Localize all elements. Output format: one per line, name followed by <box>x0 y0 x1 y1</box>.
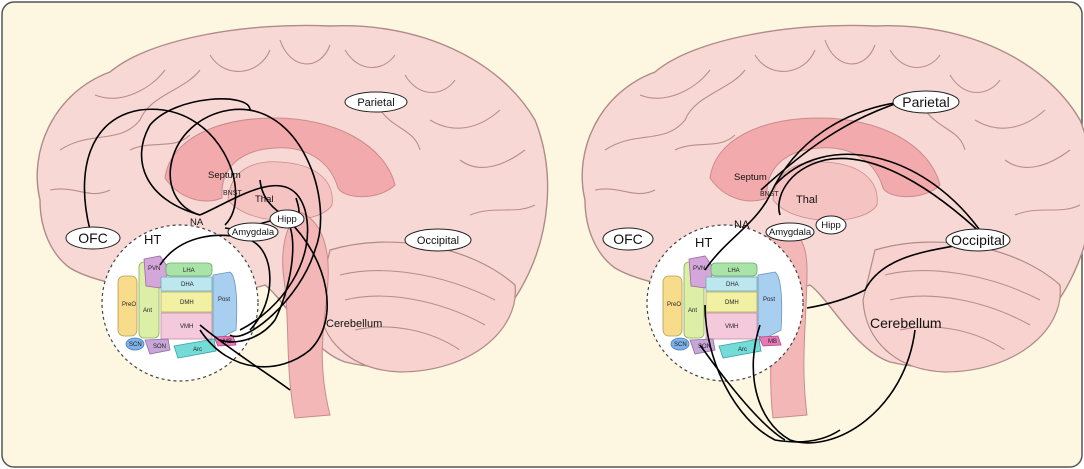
nucleus-preo <box>662 275 683 337</box>
label-hipp: Hipp <box>821 220 841 231</box>
label-occipital: Occipital <box>951 232 1005 248</box>
corpus-callosum <box>709 117 941 202</box>
label-son: SON <box>698 344 711 350</box>
nucleus-scn <box>670 337 690 351</box>
label-post: Post <box>218 297 230 303</box>
label-ant: Ant <box>688 308 697 314</box>
nucleus-arc <box>173 338 217 359</box>
panel-left: HT PreO Ant PVN LHA DHA DMH VMH Post SCN… <box>36 24 549 419</box>
label-cerebellum: Cerebellum <box>326 318 382 330</box>
region-labels-right: OFC Parietal Occipital Cerebellum Septum… <box>602 90 1011 331</box>
label-ofc: OFC <box>613 231 643 247</box>
nucleus-dha <box>705 276 758 292</box>
label-scn: SCN <box>674 342 687 348</box>
label-thal: Thal <box>796 194 817 206</box>
label-son: SON <box>153 344 166 350</box>
ht-title: HT <box>144 232 161 247</box>
label-na: NA <box>734 219 750 231</box>
nucleus-dmh <box>160 291 213 313</box>
label-pvn: PVN <box>693 266 705 272</box>
label-ofc: OFC <box>78 230 108 246</box>
label-occipital: Occipital <box>417 235 459 247</box>
label-post: Post <box>763 297 775 303</box>
label-preo: PreO <box>122 302 136 308</box>
label-arc: Arc <box>193 347 202 353</box>
nucleus-lha <box>165 262 213 277</box>
label-scn: SCN <box>129 342 142 348</box>
nucleus-post <box>757 271 783 339</box>
label-amygdala: Amygdala <box>232 227 275 238</box>
nucleus-mb <box>758 335 782 347</box>
label-pvn: PVN <box>148 266 160 272</box>
ht-title: HT <box>695 235 712 250</box>
hypothalamic-nuclei: PreO Ant PVN LHA DHA DMH VMH Post SCN SO… <box>117 255 238 359</box>
label-lha: LHA <box>183 268 195 274</box>
label-vmh: VMH <box>180 324 193 330</box>
panel-right: HT PreO Ant PVN LHA DHA DMH VMH Post SCN… <box>581 24 1084 444</box>
label-parietal: Parietal <box>902 94 949 110</box>
label-bnst: BNST <box>760 191 779 198</box>
label-preo: PreO <box>667 302 681 308</box>
label-dha: DHA <box>181 282 194 288</box>
nucleus-son <box>144 338 171 355</box>
nucleus-arc <box>718 338 762 359</box>
label-thal: Thal <box>255 194 273 205</box>
label-dha: DHA <box>726 282 739 288</box>
label-cerebellum: Cerebellum <box>870 315 942 331</box>
label-mb: MB <box>768 339 777 345</box>
corpus-callosum <box>164 117 396 202</box>
label-hipp: Hipp <box>277 214 297 225</box>
label-dmh: DMH <box>725 300 739 306</box>
nucleus-preo <box>117 275 138 337</box>
label-ant: Ant <box>143 308 152 314</box>
region-labels-left: OFC Parietal Occipital Cerebellum Septum… <box>65 91 472 330</box>
nucleus-post <box>212 271 238 339</box>
label-septum: Septum <box>734 172 767 183</box>
label-arc: Arc <box>738 347 747 353</box>
label-vmh: VMH <box>725 324 738 330</box>
label-parietal: Parietal <box>357 97 394 109</box>
label-lha: LHA <box>728 268 740 274</box>
nucleus-dha <box>160 276 213 292</box>
nucleus-vmh <box>705 312 758 340</box>
nucleus-dmh <box>705 291 758 313</box>
label-septum: Septum <box>208 170 241 181</box>
label-na: NA <box>190 217 204 228</box>
nucleus-scn <box>125 337 145 351</box>
label-amygdala: Amygdala <box>769 227 812 238</box>
label-dmh: DMH <box>180 300 194 306</box>
nucleus-lha <box>710 262 758 277</box>
label-bnst: BNST <box>223 190 242 197</box>
